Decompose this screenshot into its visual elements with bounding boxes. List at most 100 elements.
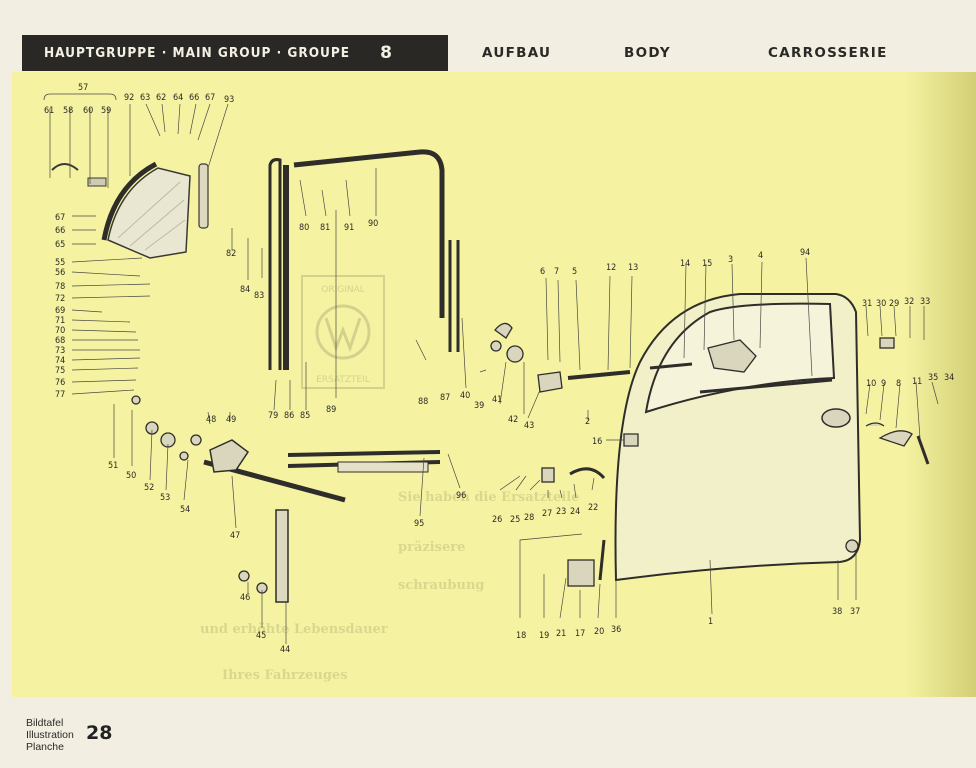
callout-8: 8 xyxy=(896,379,901,389)
callout-66: 66 xyxy=(55,226,65,236)
callout-35: 35 xyxy=(928,373,938,383)
callout-96: 96 xyxy=(456,491,466,501)
callout-1: 1 xyxy=(708,617,713,627)
callout-29: 29 xyxy=(889,299,899,309)
bleed-through-text: präzisere xyxy=(398,540,466,555)
main-group-label: HAUPTGRUPPE · MAIN GROUP · GROUPE xyxy=(44,45,351,61)
callout-38: 38 xyxy=(832,607,842,617)
callout-46: 46 xyxy=(240,593,250,603)
door-shell xyxy=(567,293,862,582)
callout-22: 22 xyxy=(588,503,598,513)
vent-window-assembly xyxy=(51,161,209,259)
main-group-header: HAUPTGRUPPE · MAIN GROUP · GROUPE 8 xyxy=(22,35,448,71)
callout-60: 60 xyxy=(83,106,93,116)
callout-17: 17 xyxy=(575,629,585,639)
callout-9: 9 xyxy=(881,379,886,389)
callout-76: 76 xyxy=(55,378,65,388)
callout-labels: 57 61 58 60 59 92 63 62 64 66 67 93 67 6… xyxy=(43,83,954,655)
leader-lines xyxy=(49,103,939,644)
callout-42: 42 xyxy=(508,415,518,425)
callout-21: 21 xyxy=(556,629,566,639)
callout-61: 61 xyxy=(44,106,54,116)
callout-81: 81 xyxy=(320,223,330,233)
callout-7: 7 xyxy=(554,267,559,277)
callout-86: 86 xyxy=(284,411,294,421)
callout-4: 4 xyxy=(758,251,763,261)
callout-19: 19 xyxy=(539,631,549,641)
callout-67: 67 xyxy=(205,93,215,103)
callout-82: 82 xyxy=(226,249,236,259)
callout-49: 49 xyxy=(226,415,236,425)
bleed-through-text: schraubung xyxy=(398,578,485,593)
callout-66: 66 xyxy=(189,93,199,103)
callout-58: 58 xyxy=(63,106,73,116)
callout-10: 10 xyxy=(866,379,876,389)
callout-40: 40 xyxy=(460,391,470,401)
callout-78: 78 xyxy=(55,282,65,292)
callout-65: 65 xyxy=(55,240,65,250)
callout-33: 33 xyxy=(920,297,930,307)
callout-14: 14 xyxy=(680,259,690,269)
callout-92: 92 xyxy=(124,93,134,103)
callout-41: 41 xyxy=(492,395,502,405)
bleed-through-text: und erhöhte Lebensdauer xyxy=(200,622,388,637)
callout-53: 53 xyxy=(160,493,170,503)
callout-13: 13 xyxy=(628,263,638,273)
callout-52: 52 xyxy=(144,483,154,493)
callout-90: 90 xyxy=(368,219,378,229)
callout-30: 30 xyxy=(876,299,886,309)
main-group-number: 8 xyxy=(380,43,392,63)
callout-39: 39 xyxy=(474,401,484,411)
bleed-through-text: Ihres Fahrzeuges xyxy=(222,668,348,683)
callout-50: 50 xyxy=(126,471,136,481)
callout-57: 57 xyxy=(78,83,88,93)
callout-36: 36 xyxy=(611,625,621,635)
callout-27: 27 xyxy=(542,509,552,519)
callout-75: 75 xyxy=(55,366,65,376)
category-german: AUFBAU xyxy=(482,45,552,61)
callout-11: 11 xyxy=(912,377,922,387)
page-edge-shadow xyxy=(905,72,976,697)
plate-label: Bildtafel Illustration Planche xyxy=(26,717,74,753)
callout-54: 54 xyxy=(180,505,190,515)
callout-44: 44 xyxy=(280,645,290,655)
callout-87: 87 xyxy=(440,393,450,403)
callout-51: 51 xyxy=(108,461,118,471)
callout-74: 74 xyxy=(55,356,65,366)
callout-23: 23 xyxy=(556,507,566,517)
plate-number: 28 xyxy=(86,722,113,744)
callout-48: 48 xyxy=(206,415,216,425)
callout-20: 20 xyxy=(594,627,604,637)
callout-56: 56 xyxy=(55,268,65,278)
callout-25: 25 xyxy=(510,515,520,525)
callout-2: 2 xyxy=(585,417,590,427)
callout-28: 28 xyxy=(524,513,534,523)
bleed-through-text: Sie haben die Ersatzteile xyxy=(398,490,580,505)
callout-16: 16 xyxy=(592,437,602,447)
callout-5: 5 xyxy=(572,267,577,277)
callout-89: 89 xyxy=(326,405,336,415)
callout-3: 3 xyxy=(728,255,733,265)
callout-43: 43 xyxy=(524,421,534,431)
callout-34: 34 xyxy=(944,373,954,383)
callout-95: 95 xyxy=(414,519,424,529)
callout-15: 15 xyxy=(702,259,712,269)
callout-84: 84 xyxy=(240,285,250,295)
callout-45: 45 xyxy=(256,631,266,641)
window-regulator xyxy=(203,439,441,603)
svg-text:ORIGINAL: ORIGINAL xyxy=(321,285,365,295)
callout-6: 6 xyxy=(540,267,545,277)
callout-77: 77 xyxy=(55,390,65,400)
callout-37: 37 xyxy=(850,607,860,617)
window-channel-frames xyxy=(268,149,460,370)
callout-72: 72 xyxy=(55,294,65,304)
category-english: BODY xyxy=(624,45,671,61)
callout-80: 80 xyxy=(299,223,309,233)
door-hardware-parts xyxy=(131,322,930,594)
callout-79: 79 xyxy=(268,411,278,421)
callout-67: 67 xyxy=(55,213,65,223)
callout-69: 69 xyxy=(55,306,65,316)
callout-73: 73 xyxy=(55,346,65,356)
callout-88: 88 xyxy=(418,397,428,407)
callout-18: 18 xyxy=(516,631,526,641)
